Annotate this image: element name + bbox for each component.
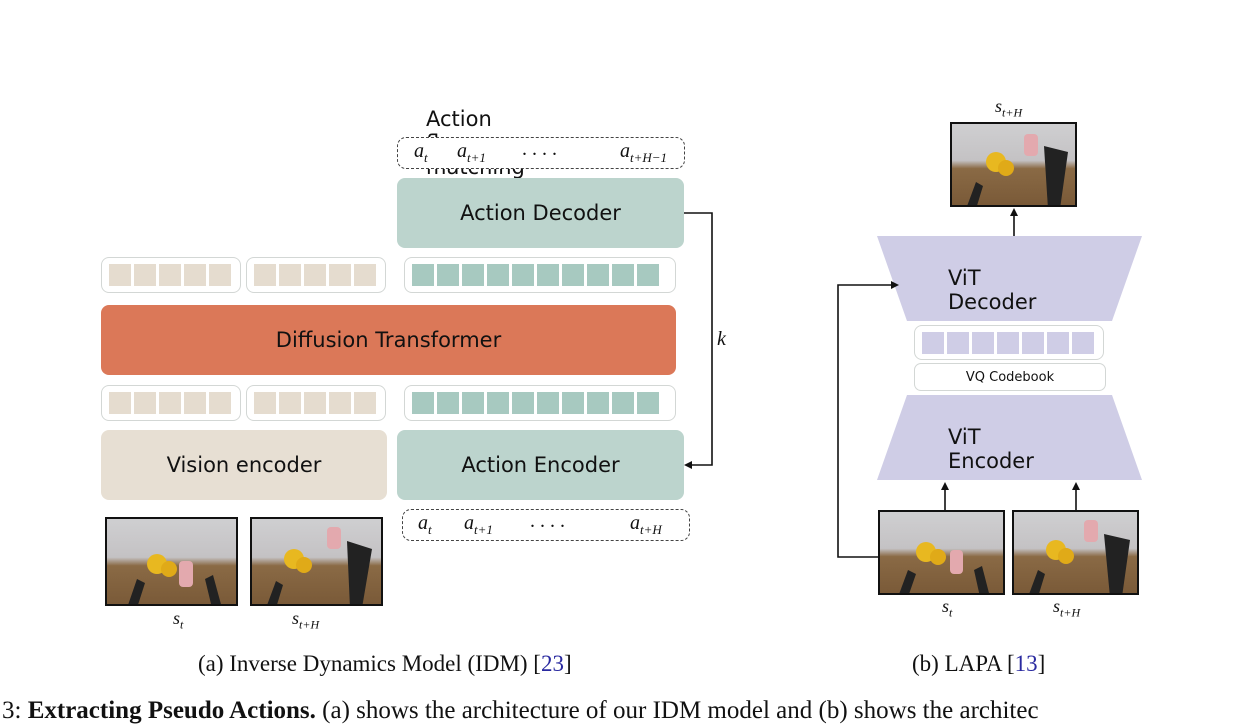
frame-st-label: st [173, 608, 184, 632]
vision-token-row-lower-1 [101, 385, 241, 421]
vision-token-row-upper-2 [246, 257, 386, 293]
action-encoder-label: Action Encoder [461, 453, 620, 477]
action-decoder-label: Action Decoder [460, 201, 621, 225]
lapa-connectors [837, 208, 1142, 558]
vit-decoder-label: ViT Decoder [948, 266, 1037, 314]
input-action-dots: . . . . [530, 510, 565, 532]
input-action-a0: at [418, 512, 432, 537]
lapa-subcaption: (b) LAPA [13] [912, 651, 1046, 676]
lapa-frame-st-plus-h-label: st+H [1053, 596, 1081, 620]
action-decoder-block: Action Decoder [397, 178, 684, 248]
loop-count-label: k [717, 328, 726, 350]
output-action-dots: . . . . [522, 138, 557, 160]
input-action-sequence [402, 509, 690, 541]
figure-caption-title: Extracting Pseudo Actions. [27, 697, 316, 724]
lapa-frame-st-plus-h-image [1012, 510, 1139, 595]
frame-st-image [105, 517, 238, 606]
input-action-a1: at+1 [464, 512, 493, 537]
lapa-frame-st-label: st [942, 596, 953, 620]
latent-token-row [914, 325, 1104, 360]
iteration-loop-arrow [684, 212, 713, 469]
frame-st-plus-h-image [250, 517, 383, 606]
lapa-output-frame-image [950, 122, 1077, 207]
lapa-citation[interactable]: 13 [1014, 651, 1038, 676]
output-action-sequence [397, 137, 685, 169]
action-token-row-lower [404, 385, 676, 421]
action-token-row-upper [404, 257, 676, 293]
idm-citation[interactable]: 23 [540, 651, 564, 676]
vision-token-row-upper-1 [101, 257, 241, 293]
output-action-an: at+H−1 [620, 140, 668, 165]
idm-subcaption: (a) Inverse Dynamics Model (IDM) [23] [198, 651, 572, 676]
lapa-frame-st-image [878, 510, 1005, 595]
input-action-an: at+H [630, 512, 662, 537]
vq-codebook-box: VQ Codebook [914, 363, 1106, 391]
frame-st-plus-h-label: st+H [292, 608, 320, 632]
diffusion-transformer-block: Diffusion Transformer [101, 305, 676, 375]
vq-codebook-label: VQ Codebook [965, 369, 1055, 385]
output-action-a0: at [414, 140, 428, 165]
action-encoder-block: Action Encoder [397, 430, 684, 500]
figure-caption: 3: Extracting Pseudo Actions. (a) shows … [2, 697, 1039, 724]
vision-token-row-lower-2 [246, 385, 386, 421]
vit-encoder-label: ViT Encoder [948, 425, 1034, 473]
diffusion-transformer-label: Diffusion Transformer [275, 328, 502, 352]
vision-encoder-label: Vision encoder [166, 453, 322, 477]
lapa-output-label: st+H [995, 96, 1023, 120]
output-action-a1: at+1 [457, 140, 486, 165]
vision-encoder-block: Vision encoder [101, 430, 387, 500]
